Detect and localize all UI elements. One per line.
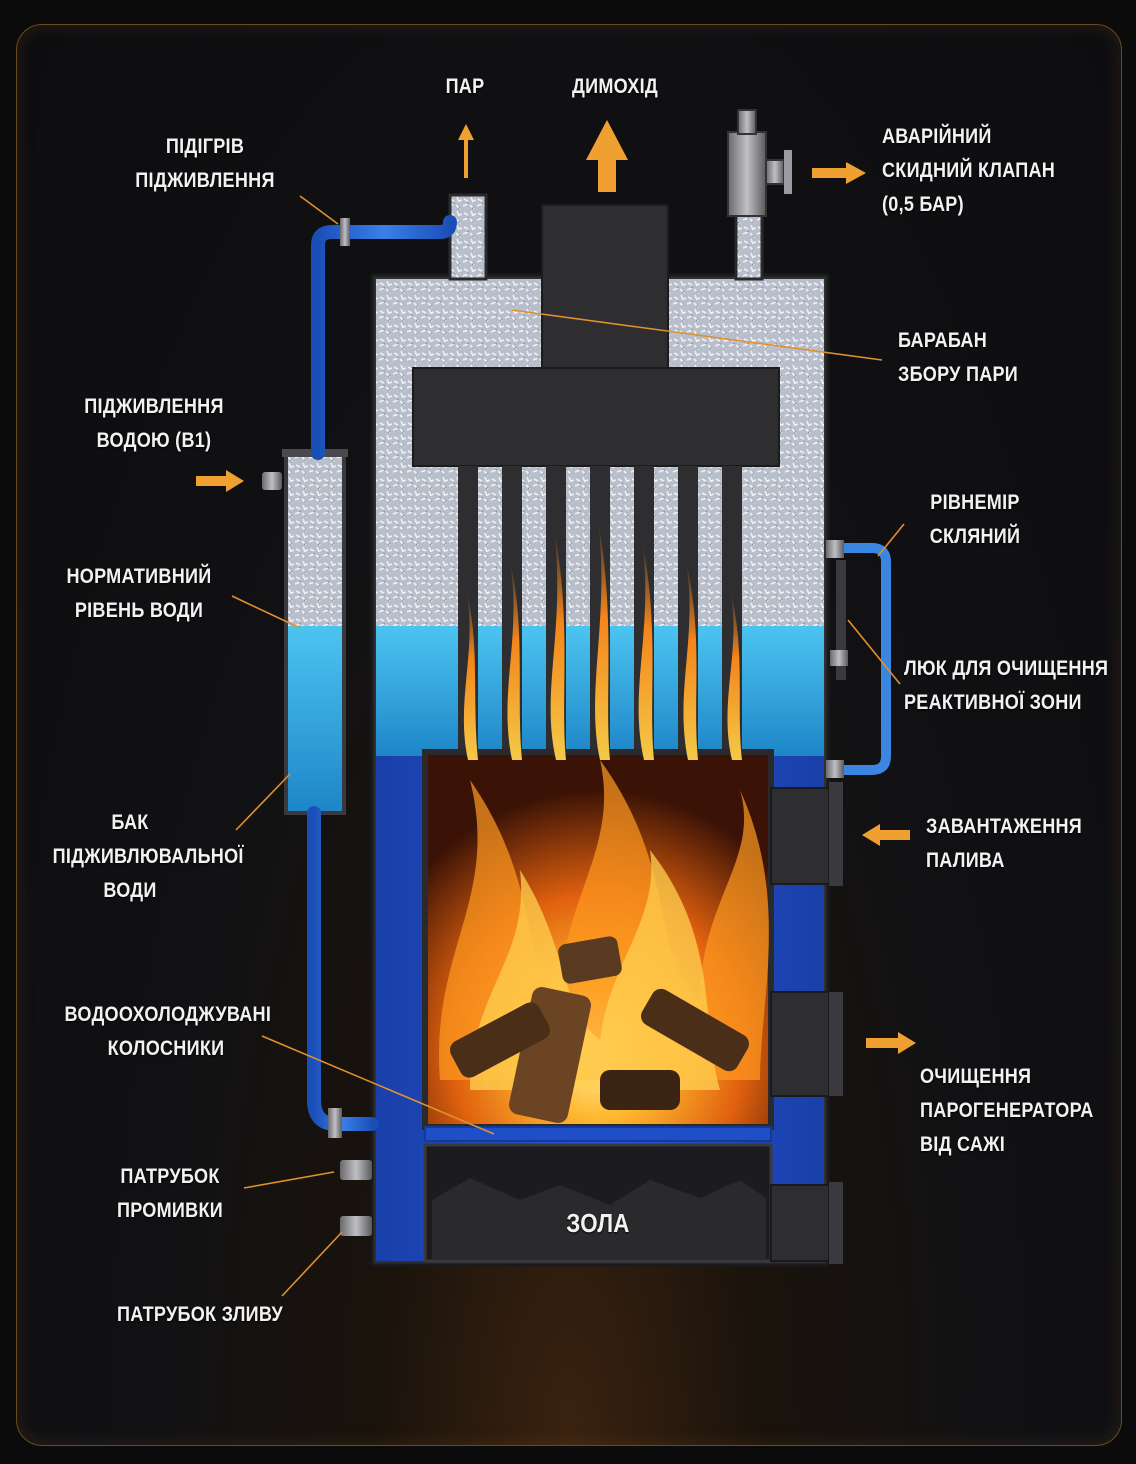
steam-outlet-pipe: [448, 193, 488, 281]
label-ash: ЗОЛА: [566, 1208, 630, 1238]
label-chimney: ДИМОХІД: [572, 75, 658, 98]
label-steam-drum: БАРАБАН ЗБОРУ ПАРИ: [898, 329, 1019, 386]
relief-valve: [727, 109, 792, 217]
label-feed-preheat: ПІДІГРІВ ПІДЖИВЛЕННЯ: [135, 135, 275, 192]
label-grates: ВОДООХОЛОДЖУВАНІ КОЛОСНИКИ: [64, 1003, 272, 1060]
label-relief-valve: АВАРІЙНИЙ СКИДНИЙ КЛАПАН (0,5 БАР): [882, 125, 1056, 216]
flush-nozzle: [340, 1160, 372, 1180]
steam-arrow-icon: [458, 124, 474, 178]
leader-lines: [231, 195, 905, 1297]
chimney: [541, 204, 669, 371]
water-feed-arrow-icon: [196, 470, 244, 492]
soot-arrow-icon: [866, 1032, 916, 1054]
label-flush-pipe: ПАТРУБОК ПРОМИВКИ: [117, 1165, 223, 1222]
label-feed-tank: БАК ПІДЖИВЛЮВАЛЬНОЇ ВОДИ: [52, 811, 244, 902]
label-gauge-glass: РІВНЕМІР СКЛЯНИЙ: [929, 491, 1021, 548]
label-cleaning-hatch: ЛЮК ДЛЯ ОЧИЩЕННЯ РЕАКТИВНОЇ ЗОНИ: [904, 657, 1109, 714]
firewood-logs: [449, 936, 749, 1123]
boiler-body: [370, 193, 843, 1267]
fuel-loading-arrow-icon: [862, 824, 910, 846]
relief-arrow-icon: [812, 162, 866, 184]
drain-nozzle: [340, 1216, 372, 1236]
chimney-arrow-icon: [586, 120, 628, 192]
feed-water-tank: [262, 449, 348, 815]
label-normal-level: НОРМАТИВНИЙ РІВЕНЬ ВОДИ: [66, 565, 212, 622]
soot-cleaning-door: [770, 991, 830, 1097]
label-fuel-loading: ЗАВАНТАЖЕННЯ ПАЛИВА: [926, 815, 1083, 872]
ash-door: [770, 1184, 830, 1262]
label-water-feed: ПІДЖИВЛЕННЯ ВОДОЮ (В1): [84, 395, 224, 452]
water-cooled-grates: [424, 1126, 772, 1142]
fuel-loading-door: [770, 787, 830, 885]
level-gauge-glass: [826, 540, 891, 778]
label-soot-cleaning: ОЧИЩЕННЯ ПАРОГЕНЕРАТОРА ВІД САЖІ: [920, 1065, 1094, 1156]
label-steam: ПАР: [445, 75, 485, 98]
label-drain-pipe: ПАТРУБОК ЗЛИВУ: [116, 1303, 283, 1326]
smoke-chamber: [412, 367, 780, 467]
